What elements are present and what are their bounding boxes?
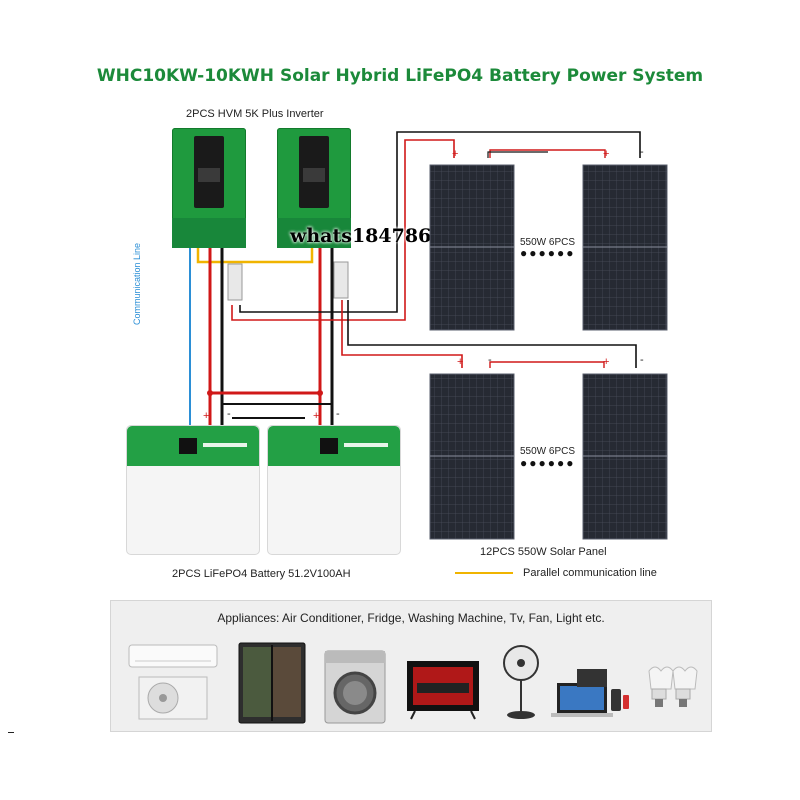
fridge-icon bbox=[238, 642, 306, 724]
terminal-minus: - bbox=[640, 146, 644, 158]
terminal-plus: + bbox=[457, 356, 464, 368]
terminal-plus: + bbox=[603, 356, 610, 368]
air-conditioner-icon bbox=[128, 644, 218, 720]
pv-top-series-black bbox=[487, 151, 548, 158]
laptop-icon bbox=[551, 669, 629, 717]
terminal-plus: + bbox=[203, 410, 210, 422]
page-mark bbox=[8, 732, 14, 733]
panel-group-top-label: 550W 6PCS bbox=[518, 237, 578, 248]
pv-wire-top-positive bbox=[231, 139, 455, 321]
breaker-2 bbox=[333, 261, 349, 299]
pv-top-series-red bbox=[489, 149, 606, 158]
battery-label: 2PCS LiFePO4 Battery 51.2V100AH bbox=[172, 568, 351, 580]
terminal-minus: - bbox=[640, 354, 644, 366]
appliances-panel: Appliances: Air Conditioner, Fridge, Was… bbox=[110, 600, 712, 732]
terminal-minus: - bbox=[336, 408, 340, 420]
light-bulb-icon bbox=[648, 666, 698, 707]
inverter-label: 2PCS HVM 5K Plus Inverter bbox=[186, 108, 324, 120]
terminal-plus: + bbox=[603, 148, 610, 160]
appliances-label: Appliances: Air Conditioner, Fridge, Was… bbox=[217, 611, 605, 625]
inverter-2 bbox=[277, 128, 351, 248]
terminal-minus: - bbox=[227, 408, 231, 420]
washing-machine-icon bbox=[324, 650, 386, 724]
solar-panel-label: 12PCS 550W Solar Panel bbox=[480, 546, 607, 558]
appliance-icons bbox=[128, 642, 698, 724]
terminal-plus: + bbox=[452, 148, 459, 160]
pv-wire-top-negative bbox=[239, 131, 641, 313]
terminal-minus: - bbox=[487, 146, 491, 158]
diagram-title: WHC10KW-10KWH Solar Hybrid LiFePO4 Batte… bbox=[96, 66, 704, 86]
legend-label: Parallel communication line bbox=[523, 567, 657, 579]
series-dots-bottom: ●●●●●● bbox=[520, 456, 576, 470]
series-dots-top: ●●●●●● bbox=[520, 246, 576, 260]
tv-icon bbox=[407, 661, 479, 720]
terminal-minus: - bbox=[488, 354, 492, 366]
legend-parallel-line bbox=[455, 572, 513, 574]
pv-wire-bottom-negative bbox=[347, 300, 637, 368]
parallel-comm-wire bbox=[196, 248, 314, 264]
breaker-1 bbox=[227, 263, 243, 301]
battery-2 bbox=[267, 425, 401, 555]
pv-bottom-series bbox=[489, 361, 605, 368]
fan-icon bbox=[503, 645, 539, 719]
battery-1 bbox=[126, 425, 260, 555]
inverter-1 bbox=[172, 128, 246, 248]
panel-group-bottom-label: 550W 6PCS bbox=[518, 446, 578, 457]
terminal-plus: + bbox=[313, 410, 320, 422]
pv-wire-bottom-positive bbox=[341, 300, 463, 368]
